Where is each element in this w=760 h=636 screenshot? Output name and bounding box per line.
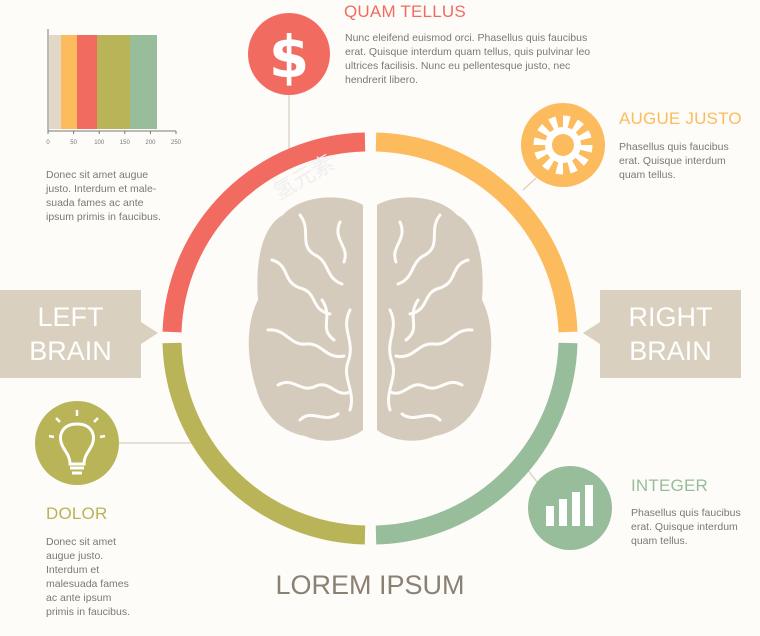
gear-icon xyxy=(521,103,605,187)
left-brain-line1: LEFT xyxy=(37,302,104,332)
quam-tellus-title: QUAM TELLUS xyxy=(344,2,466,21)
chart-bar xyxy=(61,35,78,129)
svg-text:$: $ xyxy=(269,23,309,91)
chart-bar xyxy=(130,35,157,129)
left-brain-callout: LEFT BRAIN xyxy=(0,290,141,378)
mini-bar-chart: 0 50 100 150 200 250 xyxy=(46,29,182,146)
chart-tick-label: 250 xyxy=(171,140,182,146)
brain-illustration xyxy=(248,197,492,441)
bar-chart-icon xyxy=(528,466,612,550)
ring-segment-orange xyxy=(375,132,578,333)
ring-segment-green xyxy=(375,342,578,545)
quam-tellus-text: Nunc eleifend euismod orci. Phasellus qu… xyxy=(345,32,591,86)
chart-tick-label: 200 xyxy=(145,140,156,146)
chart-tick-label: 150 xyxy=(120,140,131,146)
chart-bar xyxy=(77,35,98,129)
augue-justo-title: AUGUE JUSTO xyxy=(619,109,742,128)
chart-bar xyxy=(97,35,131,129)
chart-tick-label: 100 xyxy=(94,140,105,146)
right-brain-callout: RIGHT BRAIN xyxy=(600,290,741,378)
dolor-title: DOLOR xyxy=(46,504,108,523)
footer-title: LOREM IPSUM xyxy=(275,570,465,600)
ring-segment-olive xyxy=(162,342,366,545)
augue-justo-text: Phasellus quis faucibus erat. Quisque in… xyxy=(619,141,729,181)
chart-caption: Donec sit amet augue justo. Interdum et … xyxy=(46,169,161,223)
ring-segment-red xyxy=(162,132,366,333)
right-brain-line1: RIGHT xyxy=(628,302,713,332)
left-brain-arrow xyxy=(141,322,158,344)
lightbulb-icon xyxy=(35,401,119,485)
integer-title: INTEGER xyxy=(631,476,708,495)
chart-bar xyxy=(49,35,62,129)
chart-tick-label: 50 xyxy=(70,140,77,146)
dolor-text: Donec sit amet augue justo. Interdum et … xyxy=(46,536,131,618)
right-brain-line2: BRAIN xyxy=(629,336,712,366)
dollar-icon: $ xyxy=(248,13,330,95)
connector-augue-justo xyxy=(522,177,537,191)
integer-text: Phasellus quis faucibus erat. Quisque in… xyxy=(631,507,741,547)
left-brain-line2: BRAIN xyxy=(29,336,112,366)
right-brain-arrow xyxy=(583,322,600,344)
chart-tick-label: 0 xyxy=(46,140,50,146)
